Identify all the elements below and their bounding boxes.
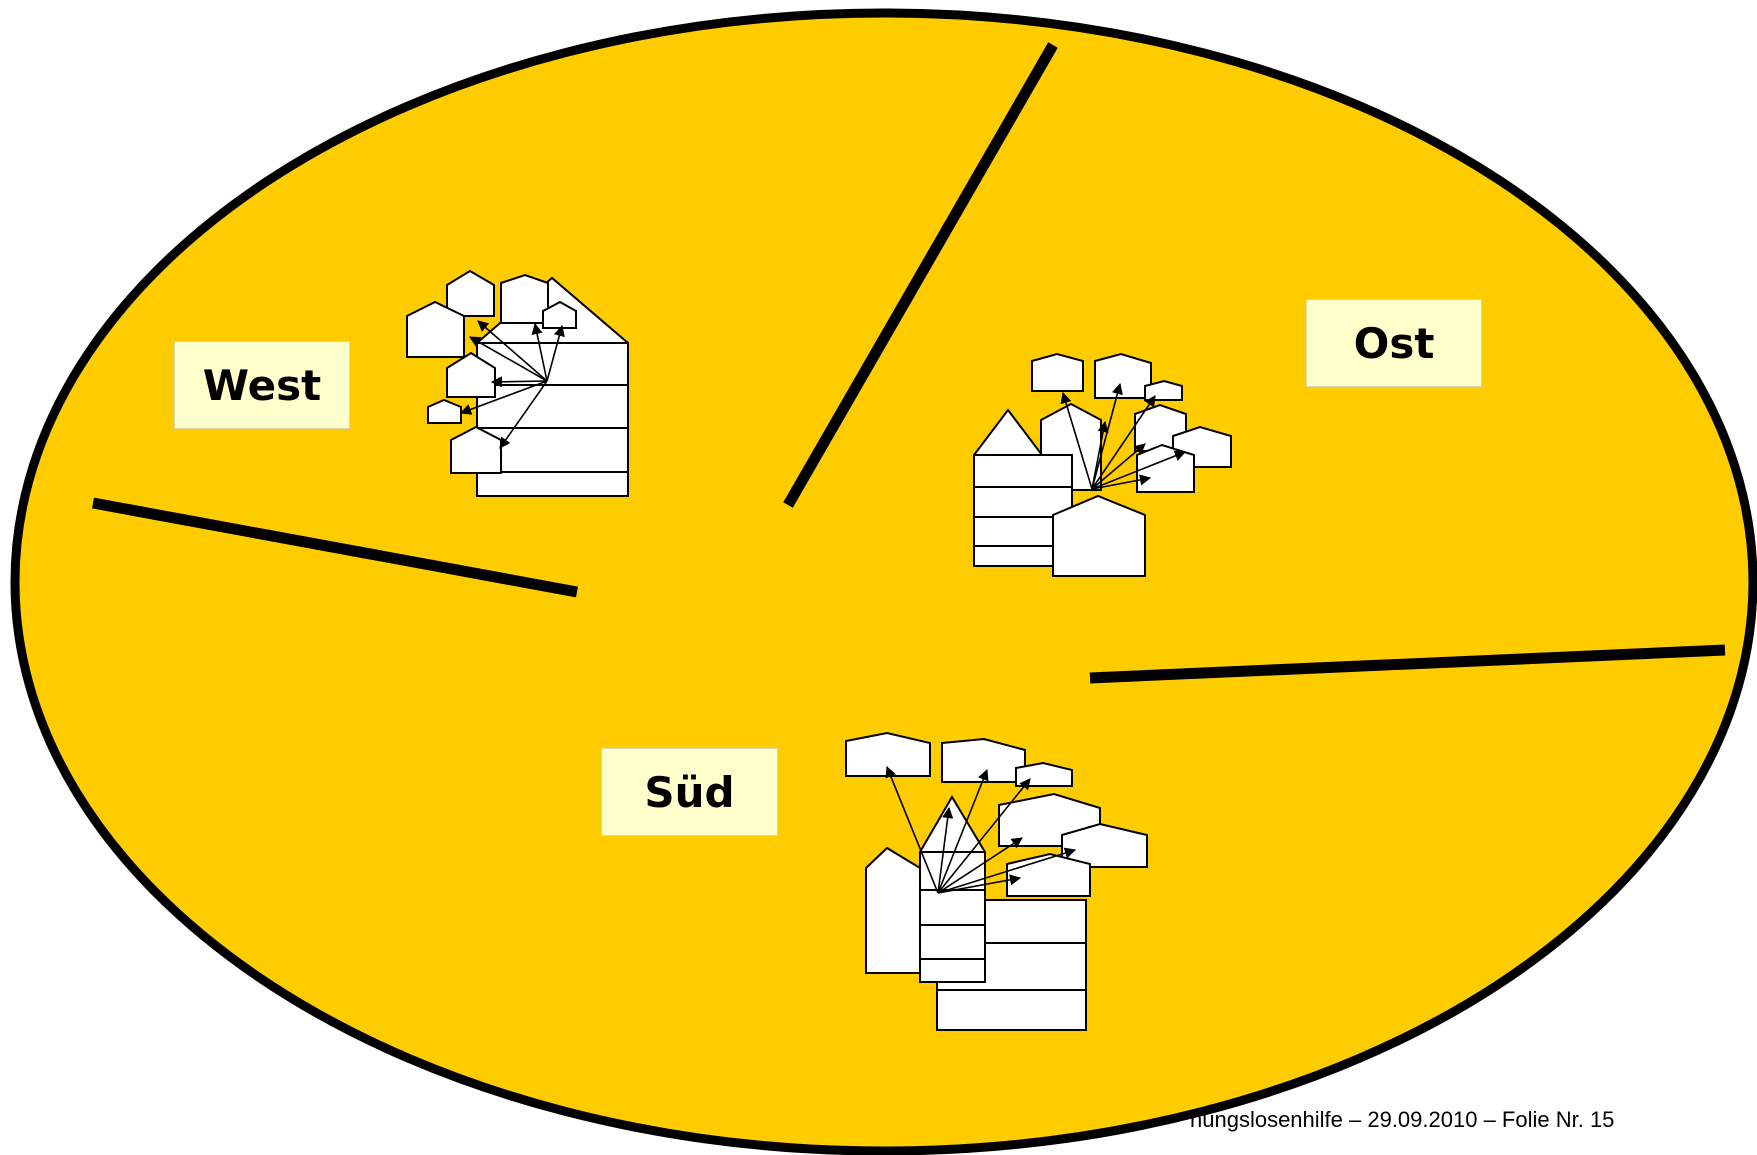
city-ellipse	[10, 8, 1757, 1155]
sued-building-cluster-icon	[845, 731, 1148, 1031]
region-label-sued: Süd	[601, 748, 778, 836]
sued-arrows	[885, 765, 1077, 894]
ost-arrows	[1060, 382, 1187, 490]
slide-footer: nungslosenhilfe – 29.09.2010 – Folie Nr.…	[1190, 1107, 1615, 1132]
divider-line-west	[92, 497, 578, 598]
west-arrows	[459, 320, 565, 449]
west-building-cluster-icon	[406, 269, 629, 497]
divider-line-east	[1089, 644, 1726, 684]
divider-line-north	[783, 42, 1058, 508]
region-label-ost: Ost	[1306, 299, 1482, 387]
region-label-west: West	[174, 341, 350, 429]
ost-building-cluster-icon	[973, 352, 1232, 577]
